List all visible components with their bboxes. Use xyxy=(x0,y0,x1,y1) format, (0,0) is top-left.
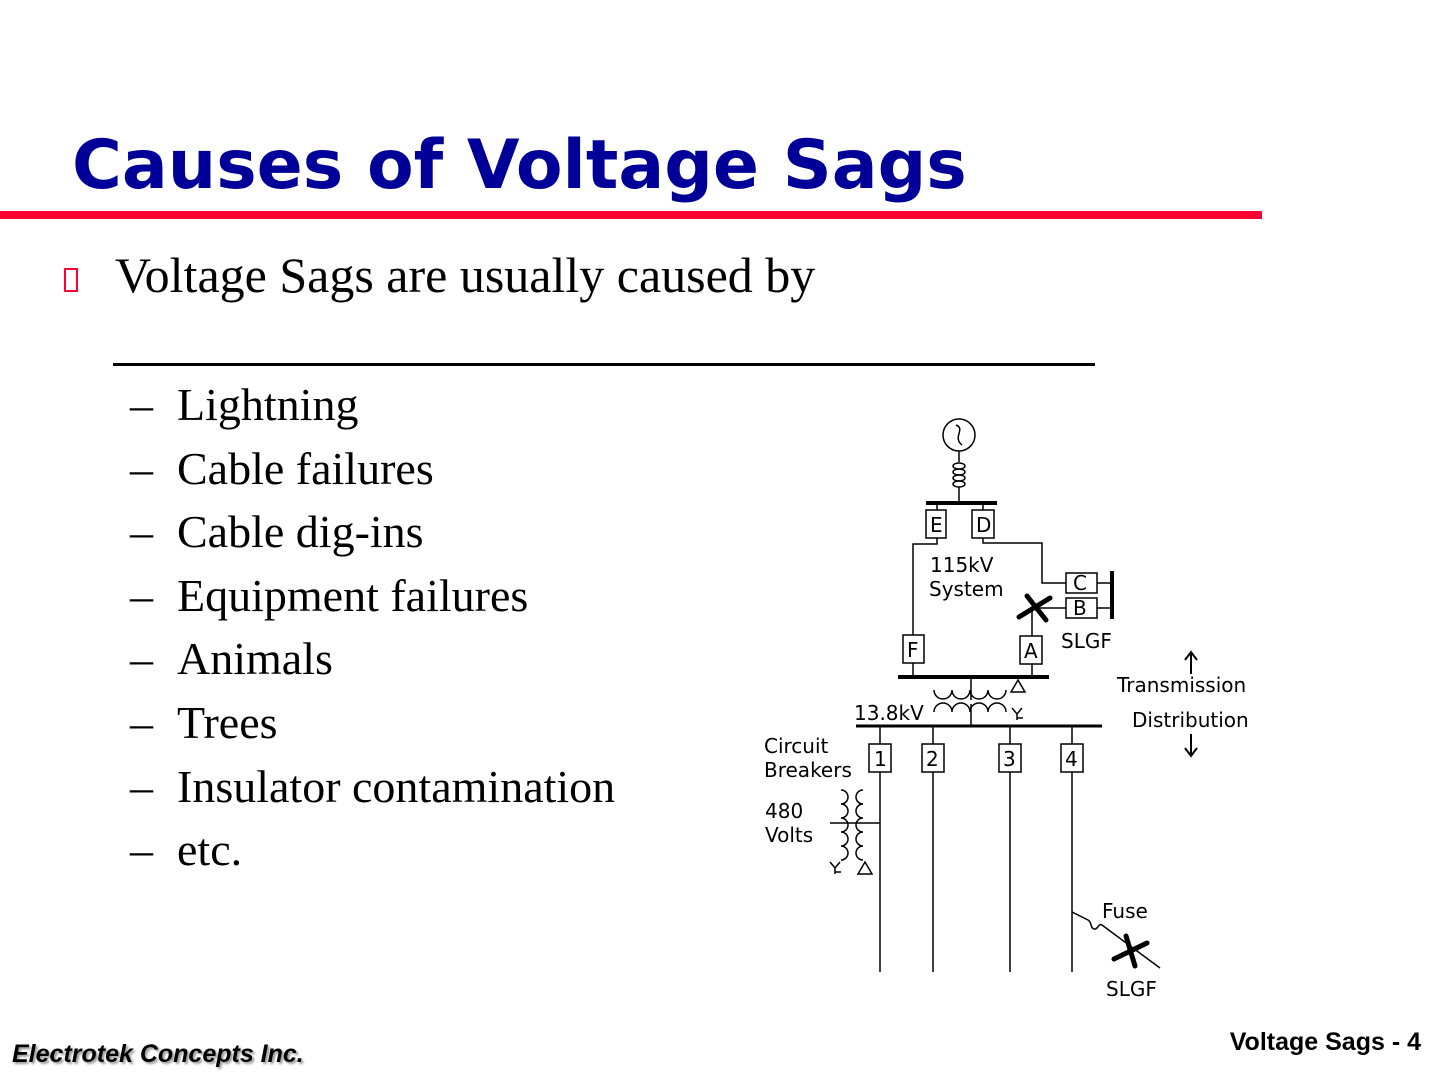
list-item-label: Animals xyxy=(177,633,333,685)
fault-label: SLGF xyxy=(1061,629,1112,653)
circuit-label: Circuit xyxy=(764,734,829,758)
lv-voltage-label: 480 xyxy=(765,799,803,823)
fuse-label: Fuse xyxy=(1102,899,1148,923)
main-bullet-text: Voltage Sags are usually caused by xyxy=(115,247,816,303)
list-item: –Animals xyxy=(130,629,615,693)
breaker-label: E xyxy=(930,513,943,537)
coil-icon xyxy=(952,462,966,488)
dash-bullet: – xyxy=(130,633,153,685)
fault-x-icon xyxy=(1016,593,1053,623)
transformer-icon xyxy=(829,789,880,875)
slide-title: Causes of Voltage Sags xyxy=(72,126,967,205)
distribution-label: Distribution xyxy=(1132,708,1249,732)
list-item: –Trees xyxy=(130,693,615,757)
arrow-down-icon xyxy=(1184,734,1198,758)
arrow-up-icon xyxy=(1184,650,1198,674)
dash-bullet: – xyxy=(130,760,153,812)
transformer-icon xyxy=(933,678,1027,720)
system-voltage-label: 115kV xyxy=(930,553,994,577)
ac-generator-icon xyxy=(942,418,976,452)
list-item-label: Cable failures xyxy=(177,442,434,494)
breaker-label: B xyxy=(1073,596,1087,620)
dash-bullet: – xyxy=(130,442,153,494)
dash-bullet: – xyxy=(130,506,153,558)
dash-bullet: – xyxy=(130,379,153,430)
list-item: –etc. xyxy=(130,820,615,884)
system-label: System xyxy=(929,577,1004,601)
fill-in-blank-line xyxy=(113,363,1095,366)
dash-bullet: – xyxy=(130,569,153,621)
breaker-label: A xyxy=(1024,639,1038,663)
breakers-label: Breakers xyxy=(764,758,852,782)
title-underline xyxy=(0,211,1262,219)
list-item-label: Equipment failures xyxy=(177,569,529,621)
bus-voltage-label: 13.8kV xyxy=(854,701,924,725)
fault-x-icon xyxy=(1111,933,1150,969)
list-item-label: Trees xyxy=(177,696,278,748)
list-item: –Lightning xyxy=(130,375,615,439)
breaker-label: D xyxy=(976,513,991,537)
breaker-label: F xyxy=(907,638,919,662)
slide-number: Voltage Sags - 4 xyxy=(1229,1028,1421,1056)
fuse-icon xyxy=(1071,911,1161,969)
list-item: –Insulator contamination xyxy=(130,757,615,821)
feeder-breaker-label: 4 xyxy=(1065,747,1078,771)
feeder-breaker-label: 1 xyxy=(874,747,887,771)
list-item-label: Lightning xyxy=(177,379,359,430)
volts-label: Volts xyxy=(765,823,813,847)
feeder-breaker-label: 2 xyxy=(926,747,939,771)
fault-label: SLGF xyxy=(1106,977,1157,1001)
list-item: –Cable failures xyxy=(130,439,615,503)
dash-bullet: – xyxy=(130,824,153,876)
list-item: –Cable dig-ins xyxy=(130,502,615,566)
breaker-label: C xyxy=(1073,571,1087,595)
list-item-label: Insulator contamination xyxy=(177,760,616,812)
list-item: –Equipment failures xyxy=(130,566,615,630)
dash-bullet: – xyxy=(130,696,153,748)
list-item-label: Cable dig-ins xyxy=(177,506,424,558)
company-name: Electrotek Concepts Inc. xyxy=(12,1040,304,1068)
causes-list: –Lightning –Cable failures –Cable dig-in… xyxy=(130,375,615,884)
transmission-label: Transmission xyxy=(1116,673,1246,697)
hollow-square-bullet-icon xyxy=(64,268,78,292)
feeder-breaker-label: 3 xyxy=(1003,747,1016,771)
list-item-label: etc. xyxy=(177,824,243,876)
